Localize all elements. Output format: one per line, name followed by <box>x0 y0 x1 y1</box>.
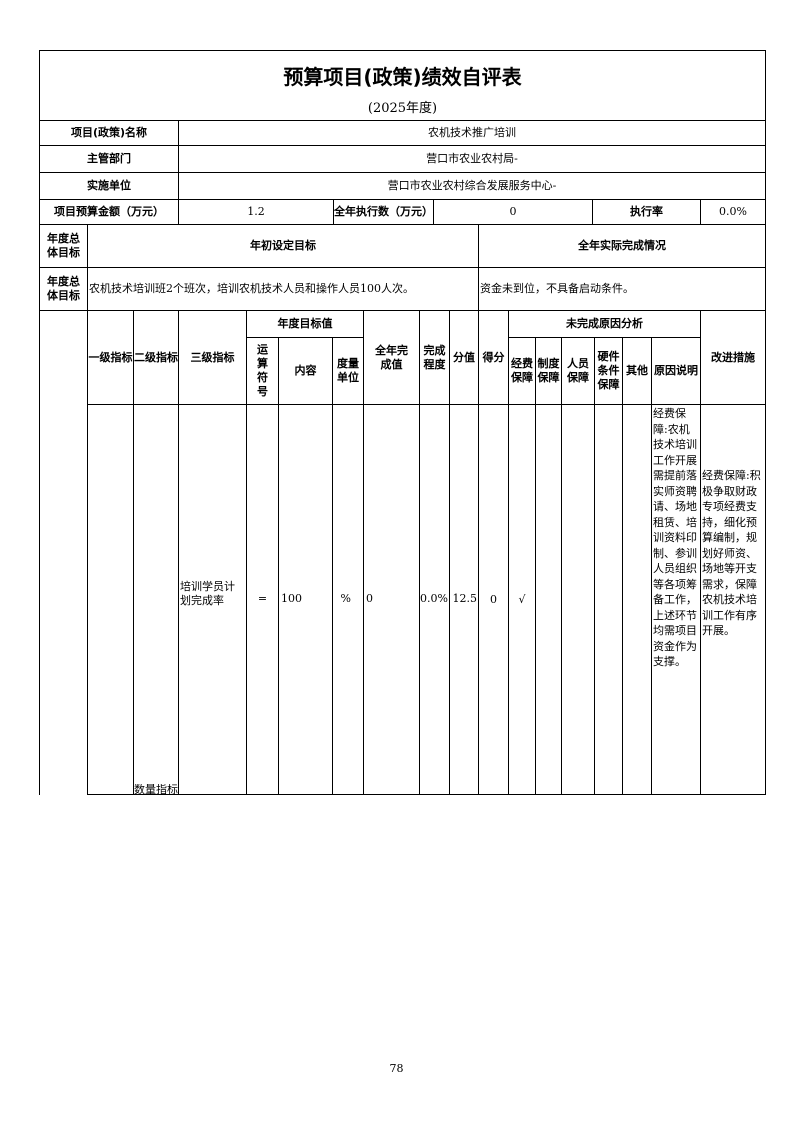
project-name-label: 项目(政策)名称 <box>70 126 148 139</box>
operator-cell: = <box>257 592 268 605</box>
annual-target-header: 年度目标值 <box>277 317 333 330</box>
actual-goal-text: 资金未到位，不具备启动条件。 <box>480 282 634 295</box>
explain-header: 原因说明 <box>654 364 698 377</box>
hardware-reason-header: 硬件条件保障 <box>597 350 620 391</box>
budget-label: 项目预算金额（万元） <box>54 205 164 218</box>
exec-value: 0 <box>509 205 517 218</box>
score-header: 得分 <box>482 350 505 364</box>
project-name: 农机技术推广培训 <box>428 126 516 139</box>
reason-explain-cell: 经费保障:农机技术培训工作开展需提前落实师资聘请、场地租赁、培训资料印制、参训人… <box>653 407 697 668</box>
fund-reason-header: 经费保障 <box>511 357 533 384</box>
improve-cell: 经费保障:积极争取财政专项经费支持，细化预算编制，规划好师资、场地等开支需求，保… <box>702 469 761 637</box>
content-cell: 100 <box>281 592 302 605</box>
rate-label: 执行率 <box>630 205 663 218</box>
unit-label: 实施单位 <box>87 179 131 192</box>
level2-cell: 数量指标 <box>134 784 178 796</box>
system-reason-header: 制度保障 <box>537 357 560 384</box>
level2-header: 二级指标 <box>134 350 178 364</box>
level1-header: 一级指标 <box>88 350 133 364</box>
score-value-header: 分值 <box>453 350 475 364</box>
budget-value: 1.2 <box>247 205 265 218</box>
dept-label: 主管部门 <box>87 152 131 165</box>
initial-goal-header: 年初设定目标 <box>250 239 316 252</box>
level3-cell: 培训学员计划完成率 <box>180 580 235 607</box>
completed-cell: 0 <box>366 592 373 605</box>
initial-goal-text: 农机技术培训班2个班次，培训农机技术人员和操作人员100人次。 <box>89 282 414 295</box>
level3-header: 三级指标 <box>190 350 235 364</box>
unit-header: 度量单位 <box>337 357 359 384</box>
unit-cell: % <box>340 592 351 605</box>
actual-goal-header: 全年实际完成情况 <box>578 239 666 252</box>
goals-row-label: 年度总体目标 <box>47 232 80 259</box>
other-reason-header: 其他 <box>626 364 648 377</box>
score-value-cell: 12.5 <box>452 592 478 605</box>
dept-value: 营口市农业农村局- <box>426 152 518 165</box>
operator-header: 运算符号 <box>257 343 268 398</box>
rate-value: 0.0% <box>719 205 747 218</box>
reasons-header: 未完成原因分析 <box>566 317 643 330</box>
page-title: 预算项目(政策)绩效自评表 <box>283 64 522 89</box>
staff-reason-header: 人员保障 <box>567 357 589 384</box>
completed-header: 全年完成值 <box>375 343 408 371</box>
unit-value: 营口市农业农村综合发展服务中心- <box>387 179 557 192</box>
page-number: 78 <box>389 1062 404 1075</box>
degree-cell: 0.0% <box>420 592 448 605</box>
content-header: 内容 <box>294 364 317 377</box>
score-cell: 0 <box>490 593 497 606</box>
degree-header: 完成程度 <box>423 343 446 371</box>
report-year: (2025年度) <box>367 100 438 116</box>
fund-check-mark: √ <box>518 593 526 606</box>
improve-header: 改进措施 <box>711 350 755 364</box>
exec-label: 全年执行数（万元） <box>334 205 433 218</box>
goals-row-label-2: 年度总体目标 <box>47 275 80 302</box>
